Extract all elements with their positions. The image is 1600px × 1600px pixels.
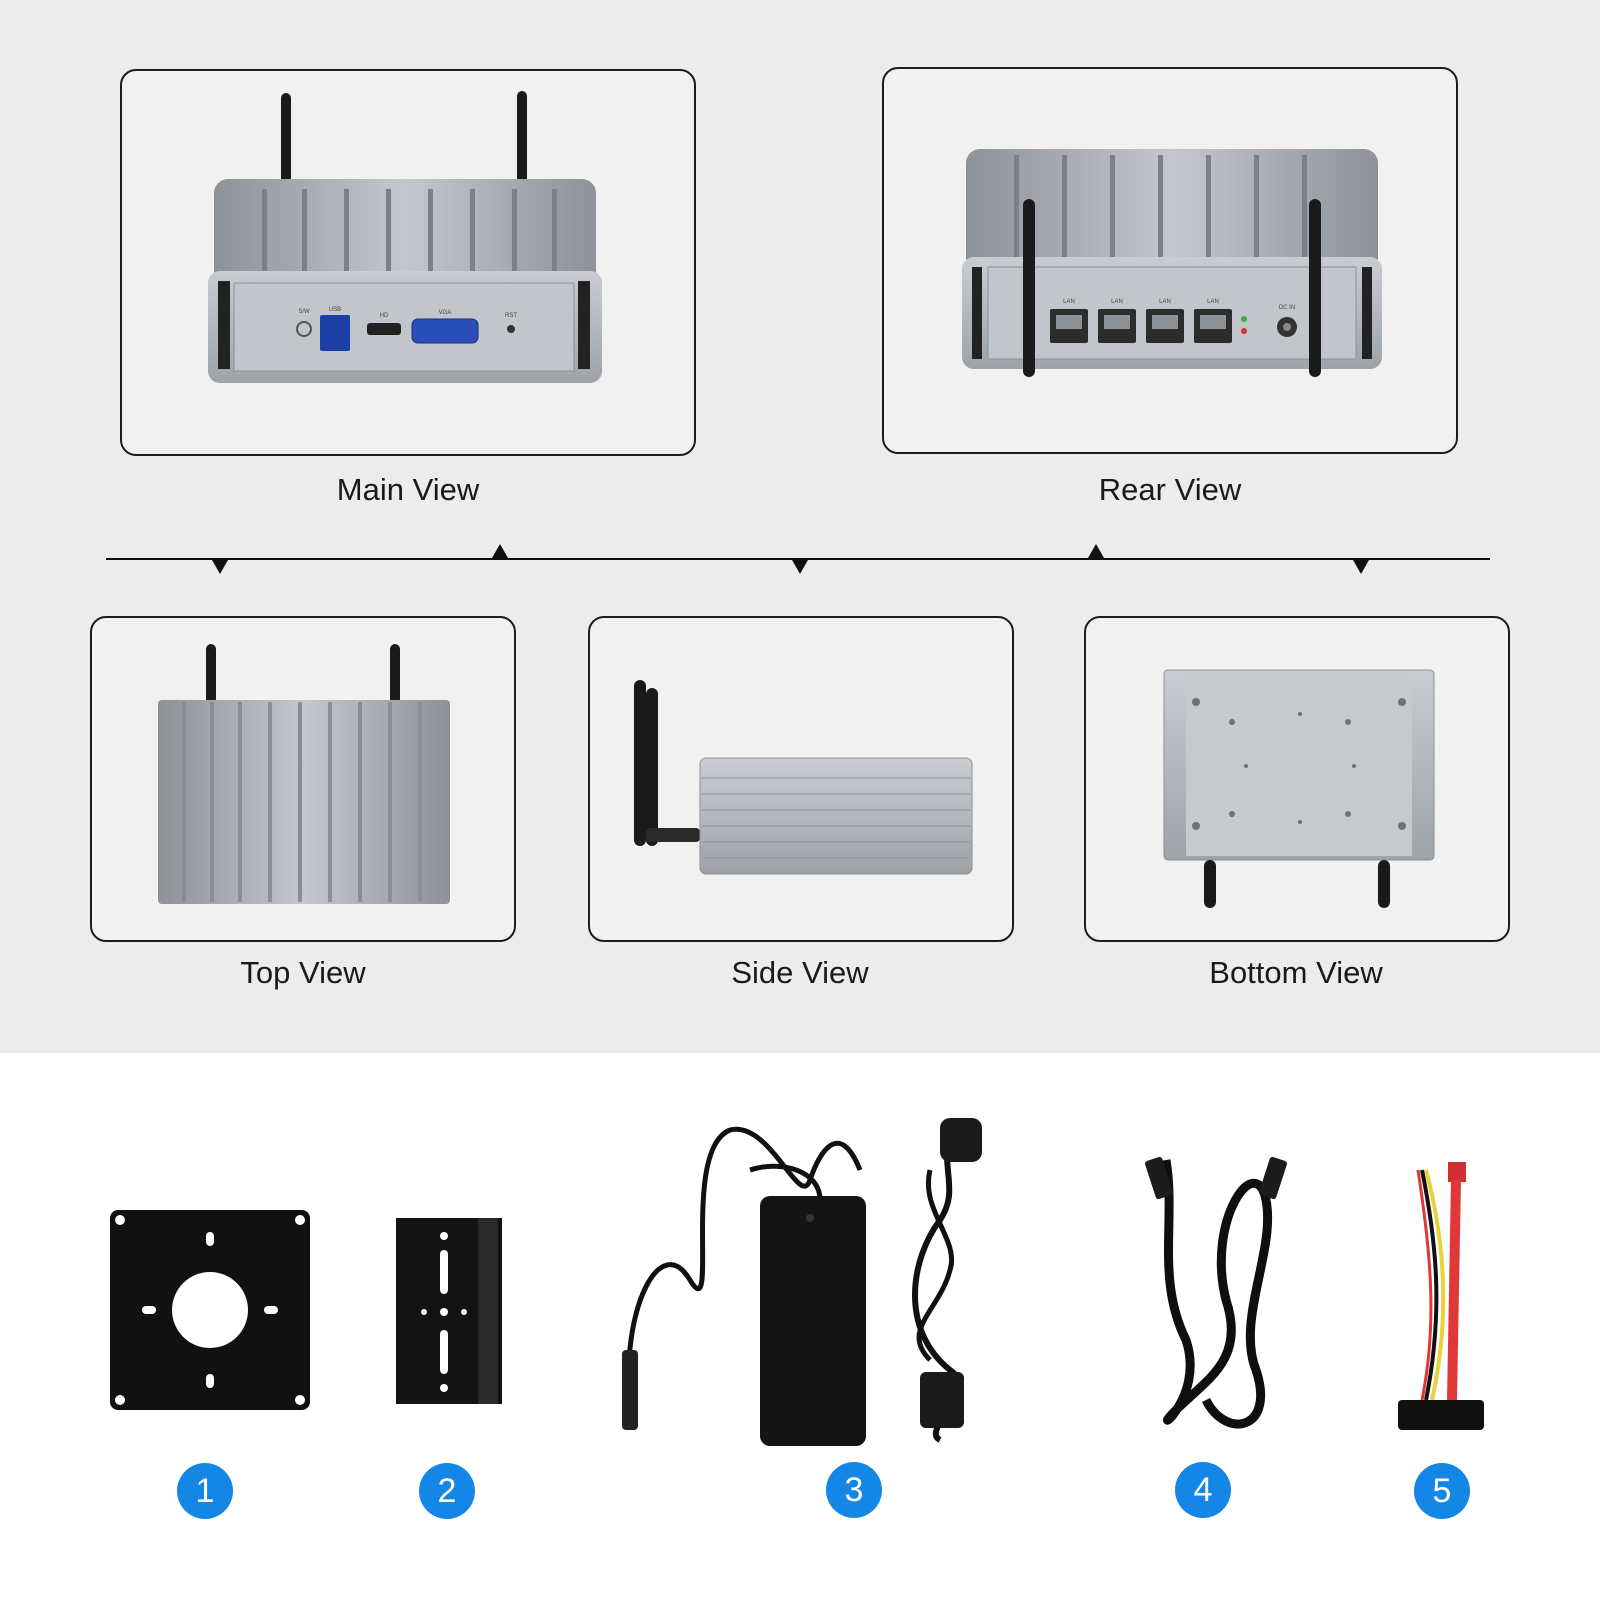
accessory-badge-2: 2 [419, 1463, 475, 1519]
port-label-hd: HD [380, 313, 389, 319]
vesa-mount-plate-icon [110, 1210, 310, 1410]
side-view-caption: Side View [731, 955, 869, 990]
accessory-badge-3: 3 [826, 1462, 882, 1518]
timeline-marker-up [1088, 544, 1104, 558]
timeline-marker-down [792, 560, 808, 574]
mounting-bracket-icon [396, 1218, 502, 1404]
timeline-marker-up [492, 544, 508, 558]
port-label-lan-3: LAN [1159, 299, 1171, 305]
side-view-frame [588, 616, 1014, 942]
port-label-dcin: DC IN [1279, 305, 1295, 311]
main-view-device-image: S/W USB HD VGA RST [208, 91, 602, 383]
bottom-view-caption: Bottom View [1209, 955, 1383, 990]
rear-view-frame: LAN LAN LAN LAN DC IN [882, 67, 1458, 454]
sata-cable-icon [1398, 1162, 1484, 1430]
port-label-lan-4: LAN [1207, 299, 1219, 305]
side-view-device-image [634, 680, 973, 875]
main-view-frame: S/W USB HD VGA RST [120, 69, 696, 456]
port-label-usb: USB [329, 307, 341, 313]
main-view-caption: Main View [336, 472, 480, 507]
port-label-lan-2: LAN [1111, 299, 1123, 305]
rear-view-device-image: LAN LAN LAN LAN DC IN [962, 149, 1382, 377]
timeline-marker-down [1353, 560, 1369, 574]
port-label-sw: S/W [298, 309, 310, 315]
top-view-frame [90, 616, 516, 942]
top-view-caption: Top View [240, 955, 366, 990]
bottom-view-device-image [1163, 669, 1435, 908]
accessory-badge-1: 1 [177, 1463, 233, 1519]
top-view-device-image [158, 644, 450, 904]
bottom-view-frame [1084, 616, 1510, 942]
rear-view-caption: Rear View [1098, 472, 1242, 507]
port-label-lan-1: LAN [1063, 299, 1075, 305]
hdmi-cable-icon [1145, 1156, 1287, 1429]
accessory-badge-4: 4 [1175, 1462, 1231, 1518]
power-adapter-icon [622, 1118, 982, 1446]
timeline-marker-down [212, 560, 228, 574]
port-label-rst: RST [505, 313, 517, 319]
timeline-divider [106, 558, 1490, 560]
accessory-badge-5: 5 [1414, 1463, 1470, 1519]
port-label-vga: VGA [439, 310, 452, 316]
